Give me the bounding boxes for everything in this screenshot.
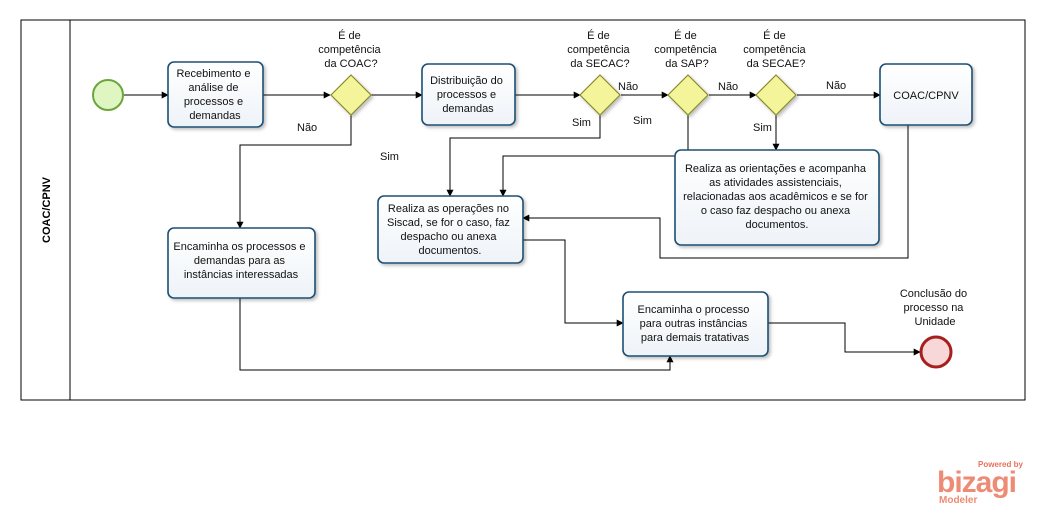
- gateway-secac-label: É de competência da SECAC?: [567, 29, 632, 70]
- task-forward-other-label: Encaminha o processo para outras instânc…: [638, 304, 753, 344]
- logo-powered-by: Powered by: [978, 460, 1023, 469]
- label-nao-secae: Não: [826, 80, 846, 92]
- logo-modeler: Modeler: [939, 495, 977, 506]
- gateway-coac-label: É de competência da COAC?: [318, 29, 383, 70]
- gateway-sap-label: É de competência da SAP?: [654, 29, 719, 70]
- task-distribute-label: Distribuição do processos e demandas: [430, 75, 506, 115]
- label-nao-coac: Não: [297, 122, 317, 134]
- gateway-sap[interactable]: [667, 74, 709, 116]
- start-event[interactable]: [92, 79, 124, 111]
- lane-title: COAC/CPNV: [41, 176, 53, 243]
- task-guide-label: Realiza as orientações e acompanha as at…: [683, 163, 871, 231]
- gateway-secae-label: É de competência da SECAE?: [743, 29, 808, 70]
- end-event-label: Conclusão do processo na Unidade: [900, 288, 970, 328]
- label-sim-coac: Sim: [380, 151, 399, 163]
- task-siscad[interactable]: Realiza as operações no Siscad, se for o…: [377, 195, 524, 264]
- label-nao-sap: Não: [718, 81, 738, 93]
- label-sim-sap: Sim: [633, 115, 652, 127]
- gateway-secac[interactable]: [579, 74, 621, 116]
- flow-gateway-coac-to-forward-interested: [236, 115, 352, 229]
- label-nao-secac: Não: [618, 81, 638, 93]
- flow-forward-other-to-end: [768, 322, 921, 356]
- task-coac-cpnv-label: COAC/CPNV: [893, 90, 959, 102]
- label-sim-secae: Sim: [753, 122, 772, 134]
- flow-gateway-sap-to-siscad: [499, 115, 689, 197]
- task-coac-cpnv[interactable]: COAC/CPNV: [879, 63, 973, 126]
- gateway-secae[interactable]: [755, 74, 797, 116]
- task-guide[interactable]: Realiza as orientações e acompanha as at…: [674, 149, 880, 246]
- flow-forward-interested-to-forward-other: [239, 298, 674, 371]
- sequence-flows: [124, 91, 921, 371]
- logo-bizagi: bizagi: [937, 466, 1016, 499]
- task-receive[interactable]: Recebimento e análise de processos e dem…: [167, 61, 264, 128]
- task-receive-label: Recebimento e análise de processos e dem…: [176, 68, 253, 122]
- gateway-coac[interactable]: [330, 74, 372, 116]
- end-event[interactable]: [919, 335, 953, 369]
- task-forward-other[interactable]: Encaminha o processo para outras instânc…: [622, 291, 769, 357]
- task-forward-interested-label: Encaminha os processos e demandas para a…: [173, 241, 308, 281]
- bizagi-logo: Powered by bizagi Modeler: [937, 460, 1023, 506]
- flow-coac-cpnv-to-siscad: [522, 125, 909, 259]
- flow-gateway-secac-to-siscad: [446, 115, 601, 197]
- label-sim-secac: Sim: [572, 117, 591, 129]
- flow-siscad-to-forward-other: [523, 239, 624, 327]
- task-distribute[interactable]: Distribuição do processos e demandas: [421, 63, 516, 126]
- flow-labels: Não Sim Não Sim Não Sim Não Sim: [297, 80, 846, 163]
- task-forward-interested[interactable]: Encaminha os processos e demandas para a…: [167, 227, 316, 299]
- task-siscad-label: Realiza as operações no Siscad, se for o…: [387, 203, 513, 257]
